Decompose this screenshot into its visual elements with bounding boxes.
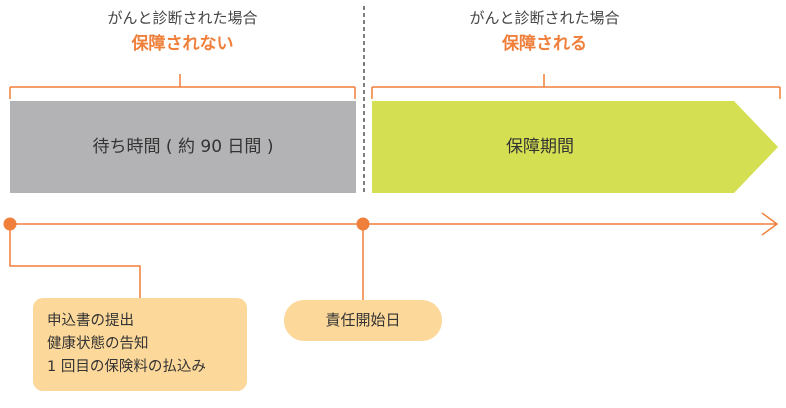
right-caption: がんと診断された場合 <box>469 9 620 27</box>
waiting-period-bar <box>10 101 356 193</box>
note-line-application: 申込書の提出 <box>47 313 134 329</box>
left-caption: がんと診断された場合 <box>107 9 258 27</box>
application-marker <box>3 217 17 231</box>
start-date-pill: 責任開始日 <box>284 300 442 341</box>
note-line-first-premium: 1 回目の保険料の払込み <box>47 359 206 375</box>
start-date-marker <box>356 217 370 231</box>
timeline-arrowhead <box>761 212 779 236</box>
right-bracket <box>371 74 781 99</box>
left-status: 保障されない <box>131 34 234 54</box>
left-bracket <box>9 74 356 99</box>
coverage-period-label: 保障期間 <box>506 137 574 157</box>
note-line-health-declaration: 健康状態の告知 <box>47 336 149 352</box>
application-connector <box>9 224 141 298</box>
right-status: 保障される <box>502 34 587 54</box>
coverage-period-arrow <box>372 101 778 193</box>
application-note: 申込書の提出 健康状態の告知 1 回目の保険料の払込み <box>33 298 247 391</box>
waiting-period-label: 待ち時間 ( 約 90 日間 ) <box>92 137 274 157</box>
